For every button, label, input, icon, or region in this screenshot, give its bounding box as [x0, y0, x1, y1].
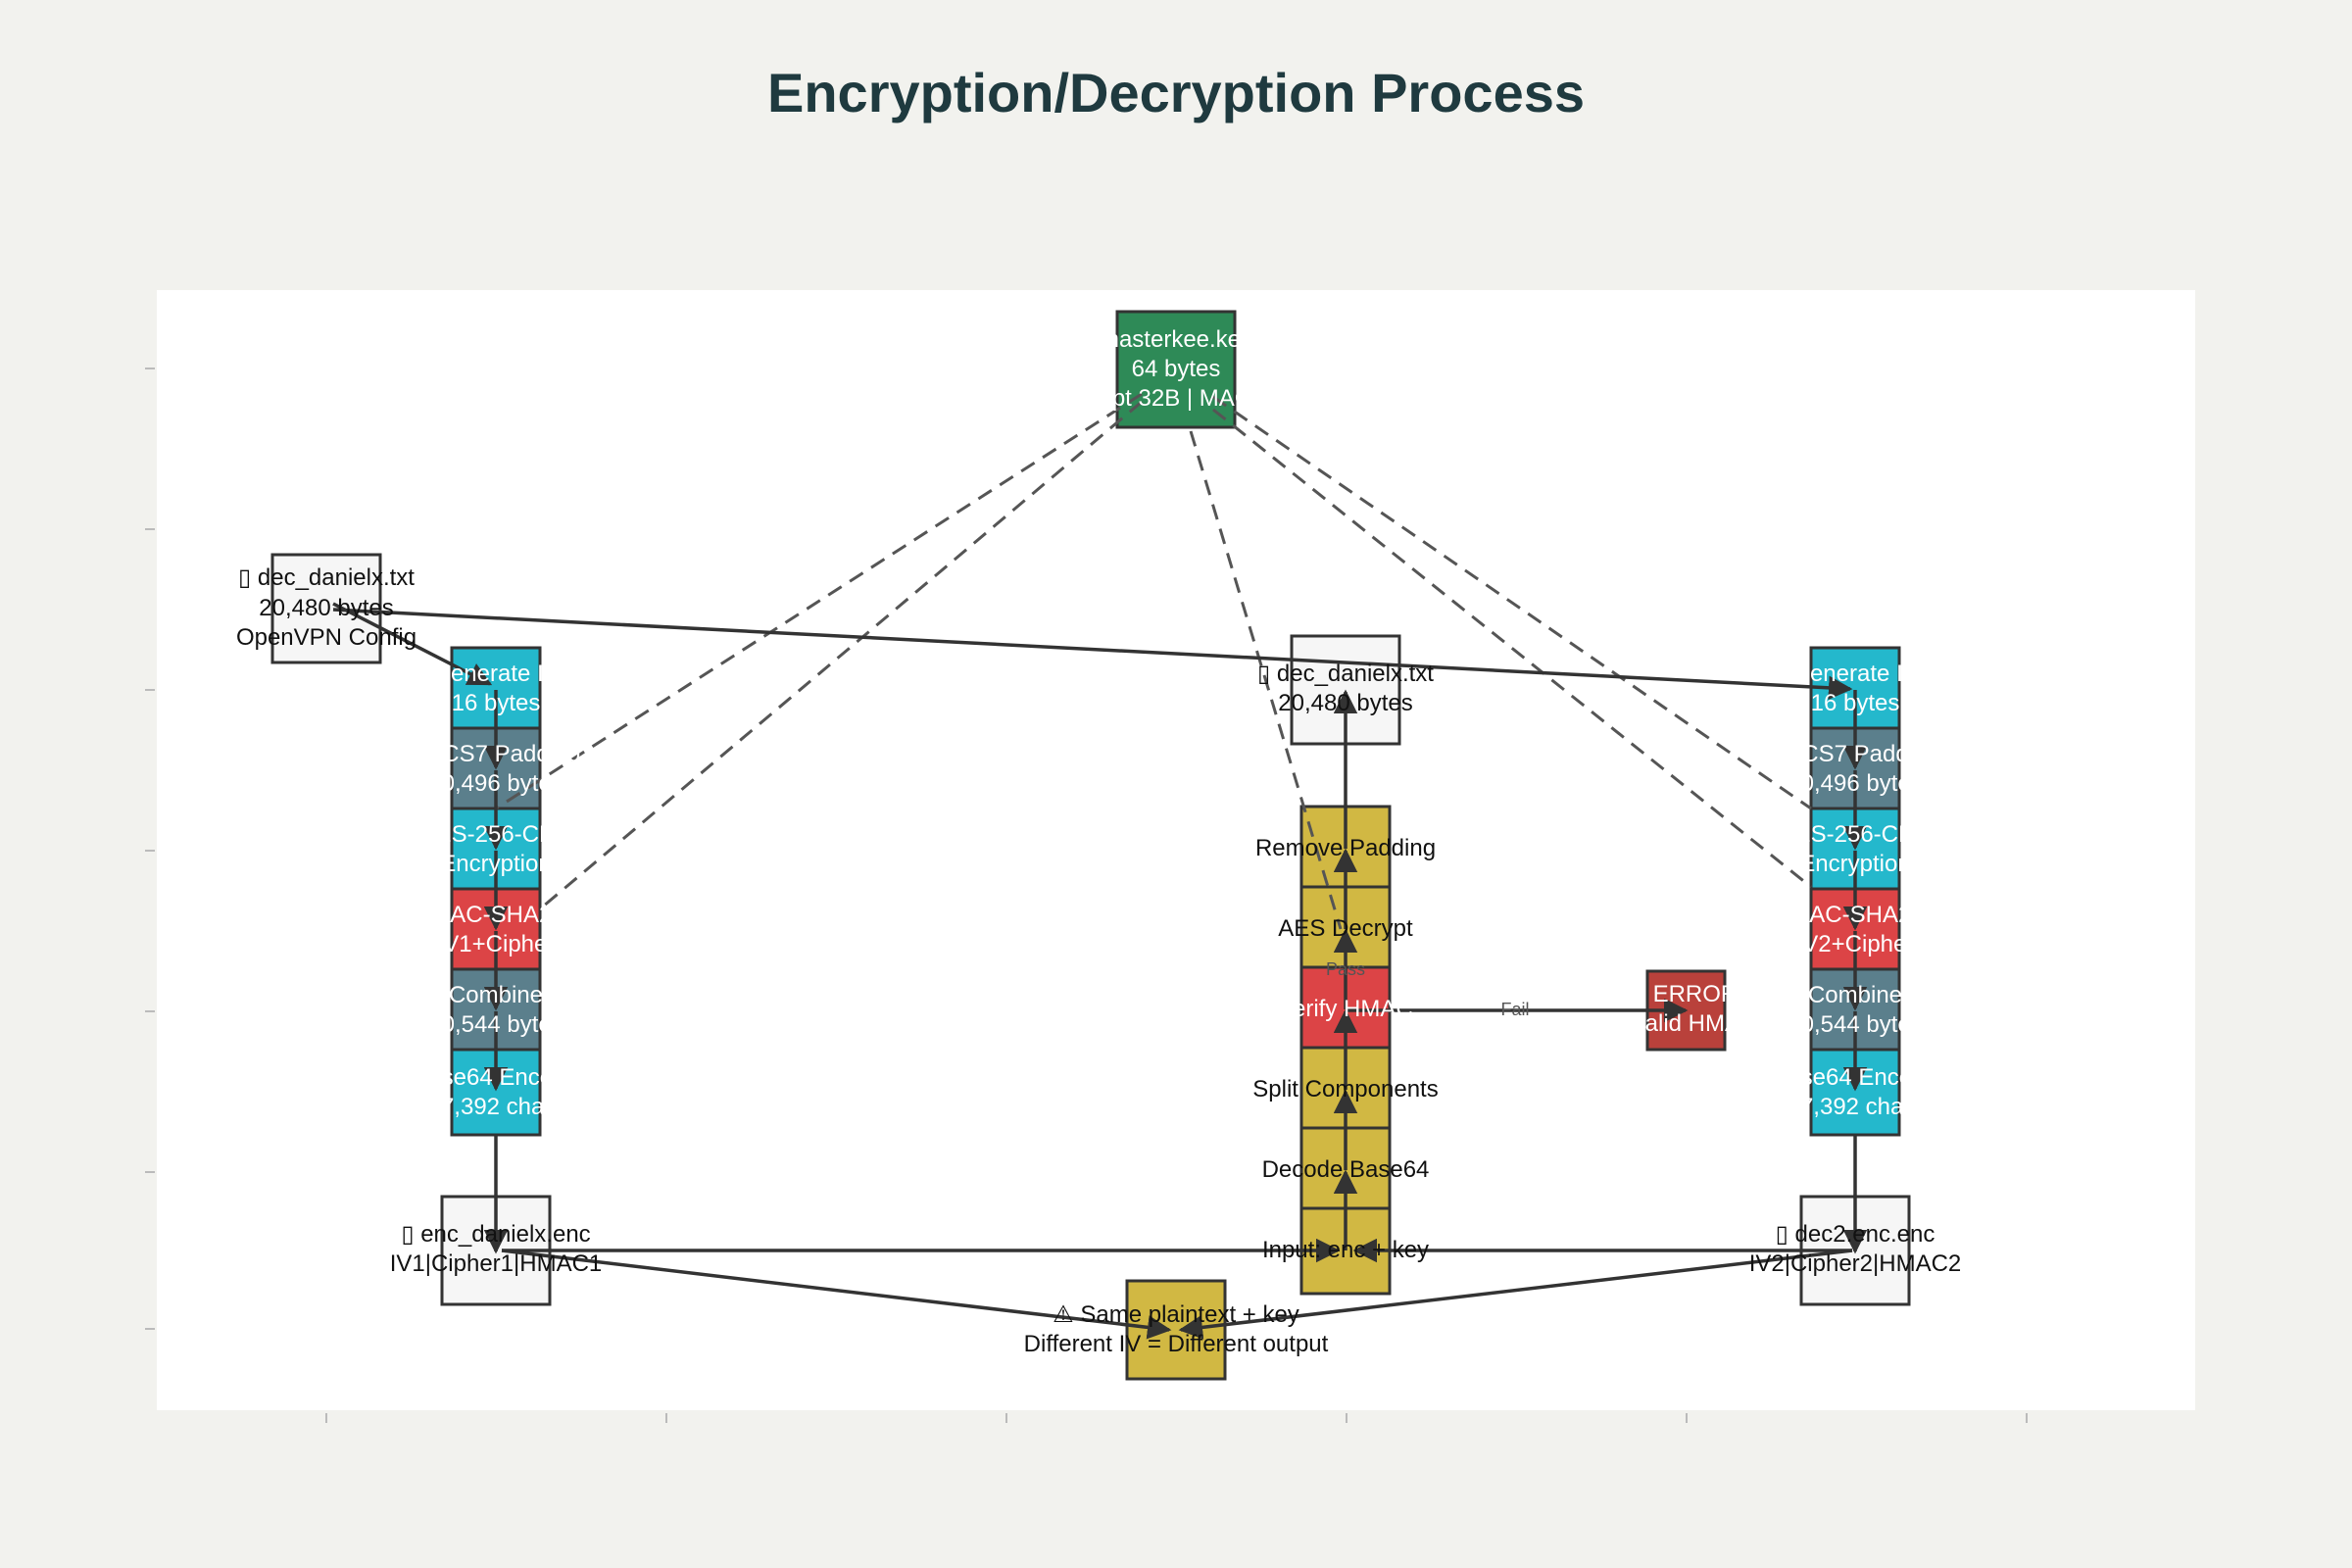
svg-text:27,392 chars: 27,392 chars [428, 1094, 564, 1120]
warning-box [1125, 1279, 1227, 1381]
dec-step-labels: Remove Padding AES Decrypt Verify HMAC S… [1252, 835, 1438, 1263]
svg-text:masterkee.key: masterkee.key [1100, 326, 1252, 353]
page-title: Encryption/Decryption Process [766, 62, 1585, 123]
svg-text:16 bytes: 16 bytes [1811, 690, 1900, 716]
svg-text:Generate IV: Generate IV [1791, 661, 1918, 687]
svg-text:AES-256-CBC: AES-256-CBC [1780, 821, 1932, 848]
svg-text:▯ dec2.enc.enc: ▯ dec2.enc.enc [1776, 1221, 1936, 1248]
svg-text:20,496 bytes: 20,496 bytes [1788, 770, 1922, 797]
svg-text:Encrypt 32B | MAC 32B: Encrypt 32B | MAC 32B [1052, 385, 1299, 412]
svg-text:Base64 Encode: Base64 Encode [413, 1064, 578, 1091]
svg-text:Split Components: Split Components [1252, 1076, 1438, 1102]
axis-ticks [145, 368, 2028, 1423]
edge-label-pass: Pass [1326, 959, 1365, 979]
svg-text:Combine: Combine [449, 982, 543, 1008]
svg-text:20,480 bytes: 20,480 bytes [259, 595, 393, 621]
svg-text:IV2+Cipher: IV2+Cipher [1796, 931, 1915, 957]
svg-text:20,480 bytes: 20,480 bytes [1278, 690, 1412, 716]
svg-text:Decode Base64: Decode Base64 [1262, 1156, 1430, 1183]
source-file-box [270, 553, 382, 664]
svg-text:⚠ Same plaintext + key: ⚠ Same plaintext + key [1053, 1301, 1299, 1328]
svg-text:IV1+Cipher: IV1+Cipher [437, 931, 556, 957]
svg-text:20,544 bytes: 20,544 bytes [428, 1011, 563, 1038]
enc1-step-labels: Generate IV 16 bytes PKCS7 Padding 20,49… [411, 661, 580, 1120]
svg-text:IV1|Cipher1|HMAC1: IV1|Cipher1|HMAC1 [390, 1250, 603, 1277]
svg-text:Generate IV: Generate IV [432, 661, 559, 687]
svg-text:IV2|Cipher2|HMAC2: IV2|Cipher2|HMAC2 [1749, 1250, 1962, 1277]
svg-text:Invalid HMAC: Invalid HMAC [1614, 1010, 1758, 1037]
enc-file-1-label: ▯ enc_danielx.enc IV1|Cipher1|HMAC1 [390, 1221, 603, 1277]
error-label: ▯ ERROR Invalid HMAC [1614, 981, 1758, 1037]
svg-text:27,392 chars: 27,392 chars [1788, 1094, 1924, 1120]
svg-text:Remove Padding: Remove Padding [1255, 835, 1436, 861]
flow-edges [332, 602, 1868, 1340]
output-file-label: ▯ dec_danielx.txt 20,480 bytes [1257, 661, 1434, 716]
svg-text:HMAC-SHA256: HMAC-SHA256 [414, 902, 578, 928]
svg-text:AES-256-CBC: AES-256-CBC [420, 821, 572, 848]
warning-label: ⚠ Same plaintext + key Different IV = Di… [1024, 1301, 1329, 1357]
svg-text:PKCS7 Padding: PKCS7 Padding [411, 741, 580, 767]
svg-text:OpenVPN Config: OpenVPN Config [236, 624, 416, 651]
master-key-label: masterkee.key 64 bytes Encrypt 32B | MAC… [1052, 326, 1299, 412]
key-edges [495, 392, 1812, 930]
svg-text:Input: enc + key: Input: enc + key [1262, 1237, 1429, 1263]
enc2-step-labels: Generate IV 16 bytes PKCS7 Padding 20,49… [1770, 661, 1939, 1120]
svg-text:64 bytes: 64 bytes [1132, 356, 1221, 382]
svg-text:AES Decrypt: AES Decrypt [1278, 915, 1413, 942]
svg-text:Base64 Encode: Base64 Encode [1772, 1064, 1937, 1091]
svg-text:HMAC-SHA256: HMAC-SHA256 [1773, 902, 1937, 928]
svg-text:Encryption: Encryption [1799, 851, 1910, 877]
edge-label-fail: Fail [1500, 1000, 1529, 1019]
svg-text:▯ enc_danielx.enc: ▯ enc_danielx.enc [401, 1221, 590, 1248]
svg-text:20,544 bytes: 20,544 bytes [1788, 1011, 1922, 1038]
svg-text:PKCS7 Padding: PKCS7 Padding [1770, 741, 1939, 767]
enc-file-2-label: ▯ dec2.enc.enc IV2|Cipher2|HMAC2 [1749, 1221, 1962, 1277]
svg-text:Encryption: Encryption [440, 851, 551, 877]
svg-text:Combine: Combine [1808, 982, 1902, 1008]
svg-text:20,496 bytes: 20,496 bytes [428, 770, 563, 797]
svg-text:Verify HMAC: Verify HMAC [1278, 996, 1412, 1022]
svg-text:▯ ERROR: ▯ ERROR [1634, 981, 1739, 1007]
svg-text:Different IV = Different outpu: Different IV = Different output [1024, 1331, 1329, 1357]
master-key-box [1115, 310, 1237, 429]
svg-text:▯ dec_danielx.txt: ▯ dec_danielx.txt [1257, 661, 1434, 687]
source-file-label: ▯ dec_danielx.txt 20,480 bytes OpenVPN C… [236, 564, 416, 651]
svg-text:▯ dec_danielx.txt: ▯ dec_danielx.txt [238, 564, 415, 591]
svg-text:16 bytes: 16 bytes [452, 690, 541, 716]
